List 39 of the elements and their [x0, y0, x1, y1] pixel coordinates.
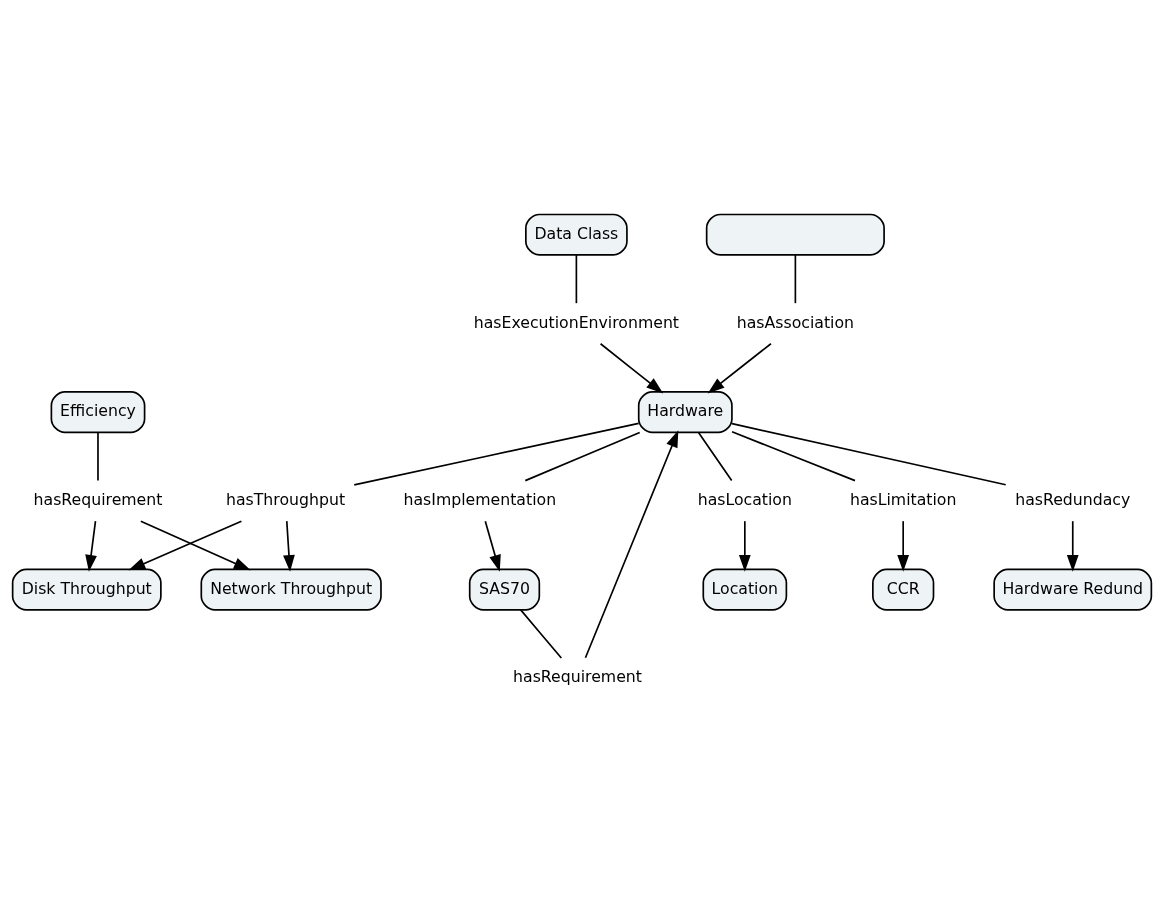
connector — [575, 254, 578, 304]
node-box — [705, 213, 885, 256]
node-box: Data Class — [525, 213, 628, 256]
node-text: hasAssociation — [736, 312, 855, 332]
connector — [731, 431, 856, 482]
node-box: Network Throughput — [200, 568, 382, 611]
connector — [519, 609, 563, 659]
connector — [731, 422, 1007, 486]
arrow — [484, 520, 501, 572]
arrow — [738, 520, 751, 572]
arrow — [140, 520, 251, 571]
node-text: hasThroughput — [225, 490, 346, 510]
node-text: hasImplementation — [403, 490, 557, 510]
node-text: hasExecutionEnvironment — [473, 312, 680, 332]
connector — [353, 422, 640, 486]
node-box: CCR — [872, 568, 935, 611]
node-box: Disk Throughput — [11, 568, 162, 611]
node-box: Hardware Redund — [993, 568, 1153, 611]
arrow — [897, 520, 910, 572]
node-box: SAS70 — [468, 568, 541, 611]
arrow — [584, 430, 679, 659]
arrow — [128, 520, 243, 571]
arrow — [707, 342, 772, 394]
connector — [697, 431, 733, 482]
node-box: Hardware — [637, 391, 733, 434]
arrow — [1066, 520, 1079, 572]
node-text: hasLocation — [697, 490, 792, 510]
node-text: hasRequirement — [513, 667, 642, 687]
arrow — [85, 520, 97, 572]
connector — [97, 431, 99, 482]
node-text: hasRequirement — [33, 490, 163, 510]
connector — [794, 254, 797, 304]
connector — [524, 431, 641, 482]
node-text: hasLimitation — [849, 490, 957, 510]
node-text: hasRedundacy — [1015, 490, 1131, 510]
node-box: Efficiency — [50, 391, 146, 434]
arrow — [599, 342, 664, 394]
node-box: Location — [702, 568, 788, 611]
arrow — [283, 520, 295, 572]
